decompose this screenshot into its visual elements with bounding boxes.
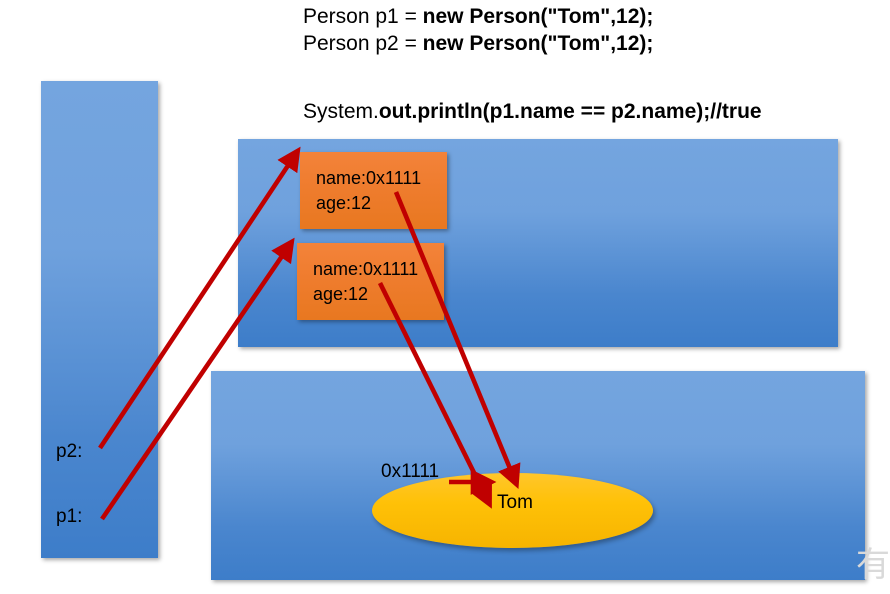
stack-memory-panel	[41, 81, 158, 558]
code-line-2-plain: Person p2 =	[303, 32, 423, 55]
code-line-1-bold: new Person("Tom",12);	[422, 5, 654, 28]
heap-object-box-2: name:0x1111 age:12	[297, 243, 444, 320]
code-line-2-bold: new Person("Tom",12);	[422, 32, 654, 55]
code-line-3-plain: System.	[303, 100, 379, 123]
object-2-age-field: age:12	[313, 284, 369, 304]
object-1-age-field: age:12	[316, 193, 372, 213]
code-line-println-comparison: System.out.println(p1.name == p2.name);/…	[303, 99, 762, 125]
object-1-name-field: name:0x1111	[316, 168, 422, 188]
stack-variable-p2: p2:	[56, 441, 83, 462]
stack-variable-p1: p1:	[56, 506, 83, 527]
code-line-person-p1: Person p1 = new Person("Tom",12);	[303, 4, 653, 30]
heap-object-box-1: name:0x1111 age:12	[300, 152, 447, 229]
string-pool-value-label: Tom	[497, 492, 533, 513]
code-line-1-plain: Person p1 =	[303, 5, 423, 28]
watermark-glyph: 有	[856, 545, 890, 585]
object-2-name-field: name:0x1111	[313, 259, 419, 279]
string-pool-address-label: 0x1111	[381, 461, 440, 482]
code-line-person-p2: Person p2 = new Person("Tom",12);	[303, 31, 653, 57]
code-line-3-bold: out.println(p1.name == p2.name);//true	[378, 100, 762, 123]
